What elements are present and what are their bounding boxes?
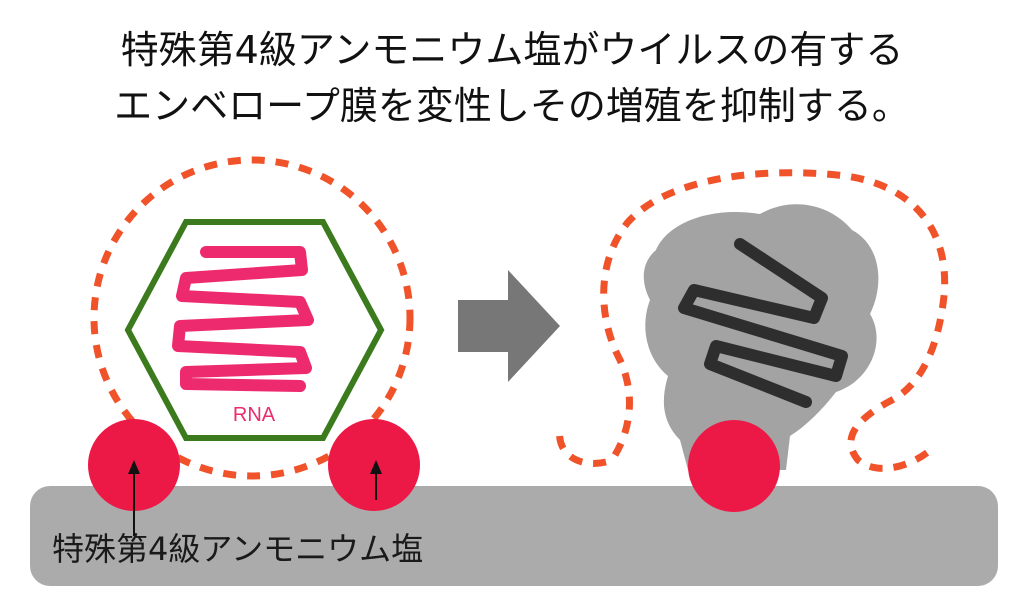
headline-line-2: エンベロープ膜を変性しその増殖を抑制する。 bbox=[114, 84, 910, 128]
denatured-rna-strand bbox=[678, 238, 848, 408]
headline-line-1: 特殊第4級アンモニウム塩がウイルスの有する bbox=[120, 28, 904, 72]
denatured-virus bbox=[556, 169, 949, 472]
surface-label: 特殊第4級アンモニウム塩 bbox=[52, 530, 423, 568]
pointer-arrow-right bbox=[370, 460, 382, 500]
intact-virus: RNA bbox=[90, 156, 414, 480]
rna-strand bbox=[172, 246, 314, 392]
salt-particle-right bbox=[688, 420, 780, 512]
headline: 特殊第4級アンモニウム塩がウイルスの有する エンベロープ膜を変性しその増殖を抑制… bbox=[0, 22, 1024, 134]
ruptured-envelope bbox=[556, 169, 949, 472]
rna-label: RNA bbox=[233, 404, 276, 426]
pointer-arrow-left bbox=[128, 460, 140, 536]
transition-arrow bbox=[458, 270, 560, 382]
intact-envelope bbox=[90, 156, 414, 480]
treated-surface bbox=[30, 486, 998, 586]
